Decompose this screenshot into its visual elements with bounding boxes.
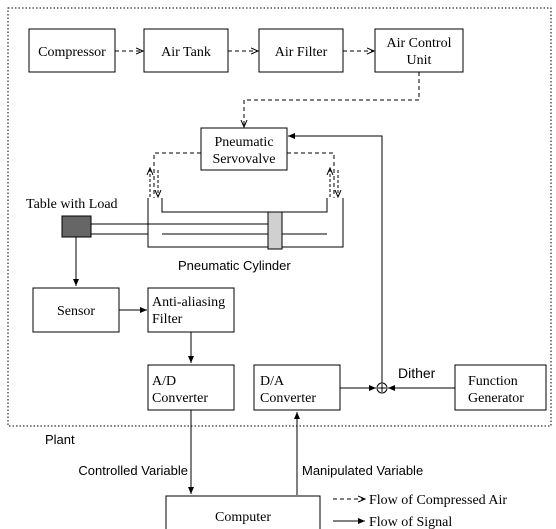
servovalve-left-air-line (153, 152, 201, 198)
compressor-block: Compressor (28, 28, 116, 73)
load-block (61, 215, 92, 238)
ad-converter-block: A/D Converter (147, 364, 235, 411)
air-control-unit-label-1: Air Control (387, 36, 452, 51)
ad-converter-label-2: Converter (152, 391, 208, 406)
computer-label: Computer (215, 510, 271, 525)
junction-to-servovalve-signal (288, 133, 383, 383)
da-converter-label-1: D/A (260, 374, 285, 389)
servovalve-label-1: Pneumatic (214, 135, 273, 150)
manipulated-variable-label: Manipulated Variable (302, 463, 423, 478)
da-converter-block: D/A Converter (253, 364, 341, 411)
air-filter-block: Air Filter (258, 28, 344, 73)
computer-block: Computer (165, 495, 321, 529)
anti-aliasing-label-2: Filter (152, 312, 183, 327)
summing-junction (376, 382, 388, 394)
da-converter-label-2: Converter (260, 391, 316, 406)
legend: Flow of Compressed Air Flow of Signal (333, 493, 507, 529)
control-unit-to-servovalve-air (244, 72, 420, 127)
function-generator-label-2: Generator (468, 391, 524, 406)
air-tank-block: Air Tank (143, 28, 229, 73)
controlled-variable-label: Controlled Variable (78, 463, 188, 478)
legend-signal-label: Flow of Signal (369, 515, 452, 529)
air-control-unit-label-2: Unit (407, 53, 432, 68)
servovalve-right-air-line (287, 152, 335, 198)
compressor-label: Compressor (38, 45, 106, 60)
ad-converter-label-1: A/D (152, 374, 176, 389)
sensor-label: Sensor (57, 304, 95, 319)
piston (267, 211, 283, 250)
servovalve-label-2: Servovalve (213, 152, 276, 167)
table-with-load-label: Table with Load (26, 197, 118, 212)
anti-aliasing-label-1: Anti-aliasing (152, 295, 225, 310)
air-control-unit-block: Air Control Unit (374, 28, 464, 73)
pneumatic-cylinder (91, 198, 344, 250)
function-generator-block: Function Generator (454, 364, 547, 411)
air-tank-label: Air Tank (161, 45, 211, 60)
legend-compressed-air-label: Flow of Compressed Air (369, 493, 507, 508)
pneumatic-cylinder-label: Pneumatic Cylinder (178, 258, 291, 273)
anti-aliasing-filter-block: Anti-aliasing Filter (147, 287, 235, 333)
pneumatic-servovalve-block: Pneumatic Servovalve (200, 127, 288, 171)
air-filter-label: Air Filter (275, 45, 328, 60)
function-generator-label-1: Function (468, 374, 518, 389)
plant-label: Plant (45, 432, 75, 447)
dither-label: Dither (398, 365, 436, 381)
sensor-block: Sensor (32, 287, 120, 333)
plant-boundary (7, 7, 552, 427)
